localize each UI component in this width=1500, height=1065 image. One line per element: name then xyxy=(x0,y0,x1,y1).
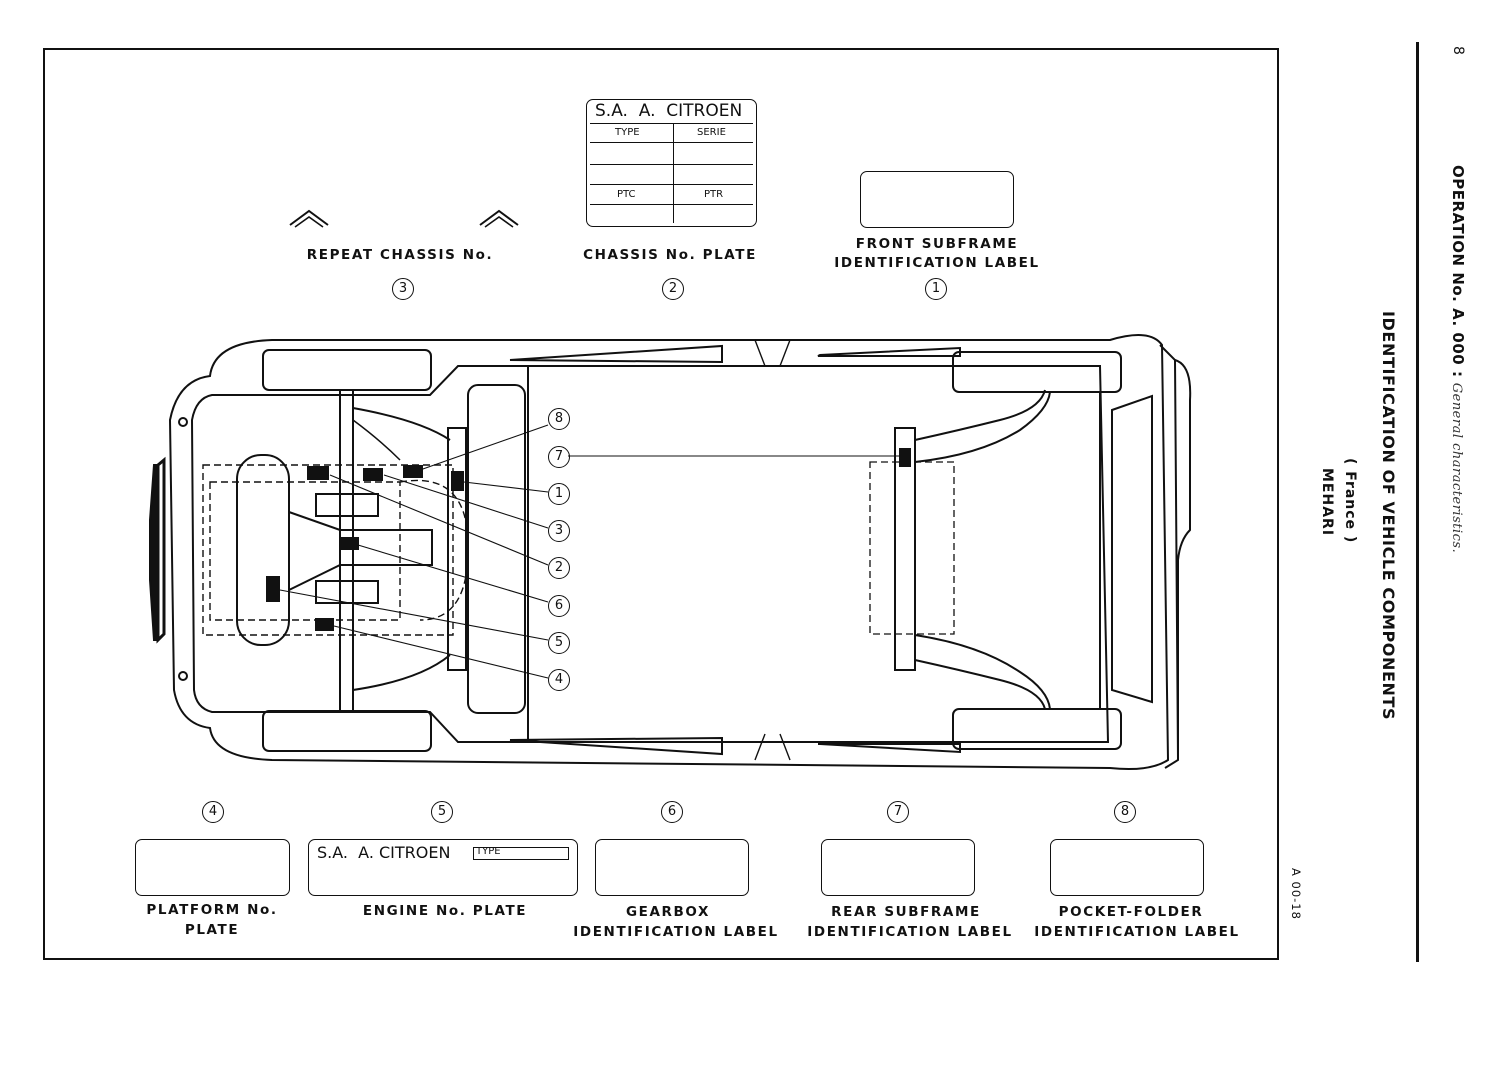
gearbox-label-number: 6 xyxy=(661,801,683,823)
engine-plate-type-field: TYPE xyxy=(473,846,569,860)
platform-plate-label-line1: PLATFORM No. xyxy=(146,902,278,918)
callout-6: 6 xyxy=(548,595,570,617)
pocket-folder-label-line2: IDENTIFICATION LABEL xyxy=(1034,924,1240,940)
page-heading: IDENTIFICATION OF VEHICLE COMPONENTS xyxy=(1379,311,1398,721)
model-name: MEHARI xyxy=(1319,468,1335,537)
chassis-plate-maker: S.A. A. CITROEN xyxy=(595,101,743,121)
callout-2: 2 xyxy=(548,557,570,579)
callout-1: 1 xyxy=(548,483,570,505)
operation-subtitle: General characteristics. xyxy=(1449,382,1464,554)
front-subframe-number: 1 xyxy=(925,278,947,300)
operation-code: OPERATION No. A. 000 : xyxy=(1449,165,1467,378)
front-subframe-label-box xyxy=(860,171,1014,228)
gearbox-label-box xyxy=(595,839,749,896)
engine-plate-box: S.A. A. CITROEN TYPE xyxy=(308,839,578,896)
pocket-folder-number: 8 xyxy=(1114,801,1136,823)
gearbox-label-line2: IDENTIFICATION LABEL xyxy=(573,924,779,940)
chassis-plate-label: CHASSIS No. PLATE xyxy=(583,247,757,263)
gearbox-label-line1: GEARBOX xyxy=(625,904,711,920)
platform-plate-number: 4 xyxy=(202,801,224,823)
repeat-chassis-label: REPEAT CHASSIS No. xyxy=(306,247,494,263)
operation-title: OPERATION No. A. 000 : General character… xyxy=(1449,165,1467,553)
rear-subframe-label-line1: REAR SUBFRAME xyxy=(831,904,981,920)
chevron-marks-icon xyxy=(289,209,519,228)
engine-plate-type: TYPE xyxy=(476,846,501,857)
pocket-folder-label-line1: POCKET-FOLDER xyxy=(1058,904,1204,920)
chassis-plate-type: TYPE xyxy=(615,127,640,138)
document-reference: A 00-18 xyxy=(1289,868,1303,920)
rear-subframe-number: 7 xyxy=(887,801,909,823)
pocket-folder-label-box xyxy=(1050,839,1204,896)
rear-subframe-label-box xyxy=(821,839,975,896)
page-number: 8 xyxy=(1450,46,1466,55)
chassis-plate-number: 2 xyxy=(662,278,684,300)
page-edge-rule xyxy=(1416,42,1419,962)
callout-3: 3 xyxy=(548,520,570,542)
callout-8: 8 xyxy=(548,408,570,430)
engine-plate-label-line1: ENGINE No. PLATE xyxy=(362,903,528,919)
front-subframe-label-line2: IDENTIFICATION LABEL xyxy=(834,255,1040,271)
diagram-frame xyxy=(43,48,1279,960)
platform-plate-box xyxy=(135,839,290,896)
chassis-plate-ptc: PTC xyxy=(617,189,636,200)
engine-plate-maker: S.A. A. CITROEN xyxy=(317,843,451,862)
front-subframe-label-line1: FRONT SUBFRAME xyxy=(855,236,1019,252)
repeat-chassis-number: 3 xyxy=(392,278,414,300)
rear-subframe-label-line2: IDENTIFICATION LABEL xyxy=(807,924,1013,940)
chassis-plate-serie: SERIE xyxy=(697,127,726,138)
country: ( France ) xyxy=(1342,458,1358,544)
chassis-plate: S.A. A. CITROEN TYPE SERIE PTC PTR xyxy=(586,99,757,227)
engine-plate-number: 5 xyxy=(431,801,453,823)
vehicle-plan-drawing xyxy=(149,334,1192,770)
callout-7: 7 xyxy=(548,446,570,468)
chassis-plate-ptr: PTR xyxy=(704,189,724,200)
callout-4: 4 xyxy=(548,669,570,691)
callout-5: 5 xyxy=(548,632,570,654)
platform-plate-label-line2: PLATE xyxy=(184,922,240,938)
